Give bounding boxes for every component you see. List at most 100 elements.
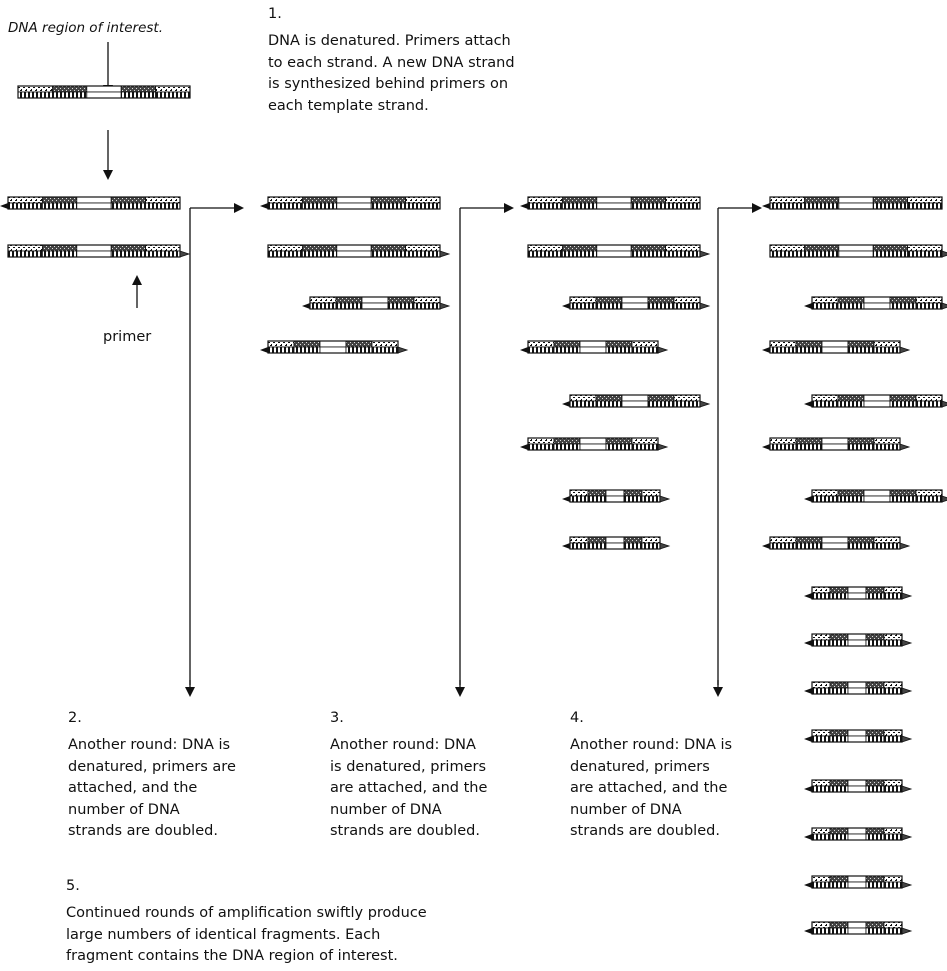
dna-fragment — [562, 296, 711, 310]
strand-segment — [865, 875, 885, 883]
strand-segment — [623, 495, 643, 503]
strand-segment — [641, 495, 661, 503]
step-5-text: Continued rounds of amplification swiftl… — [66, 905, 427, 964]
strand-segment — [527, 202, 563, 210]
strand-segment — [865, 881, 885, 889]
strand-segment — [630, 244, 667, 252]
strand-segment — [889, 296, 917, 304]
strand-segment — [829, 779, 849, 787]
strand-segment — [293, 346, 321, 354]
strand-segment — [865, 927, 885, 935]
strand-segment — [847, 633, 867, 641]
strand-segment — [829, 687, 849, 695]
strand-segment — [883, 639, 903, 647]
primer-tail-right — [899, 443, 911, 451]
arrow-step1-head — [103, 170, 113, 180]
strand-segment — [829, 881, 849, 889]
strand-segment — [527, 340, 555, 348]
strand-segment — [605, 489, 625, 497]
strand-segment — [847, 827, 867, 835]
primer-tail-right — [657, 443, 669, 451]
strand-segment — [673, 302, 701, 310]
strand-segment — [838, 202, 874, 210]
primer-tail-left — [520, 347, 528, 353]
strand-segment — [821, 542, 849, 550]
strand-segment — [631, 340, 659, 348]
strand-segment — [865, 785, 885, 793]
strand-segment — [387, 296, 415, 304]
strand-segment — [873, 437, 901, 445]
strand-segment — [301, 202, 338, 210]
strand-segment — [865, 681, 885, 689]
primer-tail-right — [439, 250, 451, 258]
strand-segment — [52, 91, 88, 99]
dna-fragment — [260, 196, 441, 210]
dna-fragment — [562, 489, 671, 503]
primer-tail-left — [804, 928, 812, 934]
strand-segment — [804, 244, 840, 252]
strand-segment — [361, 296, 389, 304]
primer-tail-left — [762, 347, 770, 353]
strand-segment — [883, 586, 903, 594]
strand-segment — [336, 250, 372, 258]
dna-fragment — [804, 489, 947, 503]
strand-segment — [769, 346, 797, 354]
strand-segment — [847, 927, 867, 935]
arrow-round3-head — [504, 203, 514, 213]
strand-segment — [847, 735, 867, 743]
strand-segment — [811, 779, 831, 787]
primer-tail-left — [762, 203, 770, 209]
strand-segment — [829, 875, 849, 883]
strand-segment — [865, 729, 885, 737]
strand-segment — [829, 586, 849, 594]
strand-segment — [120, 91, 156, 99]
strand-segment — [7, 250, 43, 258]
strand-segment — [872, 250, 909, 258]
strand-segment — [769, 542, 797, 550]
strand-segment — [847, 875, 867, 883]
dna-fragment — [0, 196, 181, 210]
strand-segment — [865, 833, 885, 841]
strand-segment — [527, 443, 555, 451]
arrow-round4-head — [752, 203, 762, 213]
strand-segment — [605, 542, 625, 550]
strand-segment — [769, 536, 797, 544]
primer-tail-left — [762, 543, 770, 549]
step-2-text: Another round: DNA is denatured, primers… — [68, 737, 236, 839]
strand-segment — [527, 437, 555, 445]
strand-segment — [829, 633, 849, 641]
fragment-outline — [17, 85, 191, 99]
primer-tail-right — [901, 592, 913, 600]
strand-segment — [76, 202, 112, 210]
strand-segment — [579, 346, 607, 354]
strand-segment — [873, 443, 901, 451]
strand-segment — [621, 400, 649, 408]
dna-fragment — [804, 921, 913, 935]
strand-segment — [647, 394, 675, 402]
strand-segment — [847, 785, 867, 793]
strand-segment — [7, 202, 43, 210]
strand-segment — [595, 394, 623, 402]
strand-segment — [811, 785, 831, 793]
strand-segment — [769, 443, 797, 451]
dna-fragment — [804, 633, 913, 647]
strand-segment — [155, 91, 191, 99]
strand-segment — [811, 833, 831, 841]
primer-tail-right — [901, 687, 913, 695]
strand-segment — [821, 437, 849, 445]
dna-fragment — [302, 296, 451, 310]
strand-segment — [847, 779, 867, 787]
strand-segment — [309, 296, 337, 304]
primer-tail-right — [439, 302, 451, 310]
strand-segment — [562, 196, 598, 204]
strand-segment — [915, 489, 943, 497]
strand-segment — [873, 542, 901, 550]
strand-segment — [336, 244, 372, 252]
primer-tail-left — [804, 303, 812, 309]
strand-segment — [829, 833, 849, 841]
dna-fragment — [804, 779, 913, 793]
strand-segment — [837, 495, 865, 503]
strand-segment — [630, 196, 667, 204]
primer-tail-left — [562, 303, 570, 309]
strand-segment — [336, 202, 372, 210]
